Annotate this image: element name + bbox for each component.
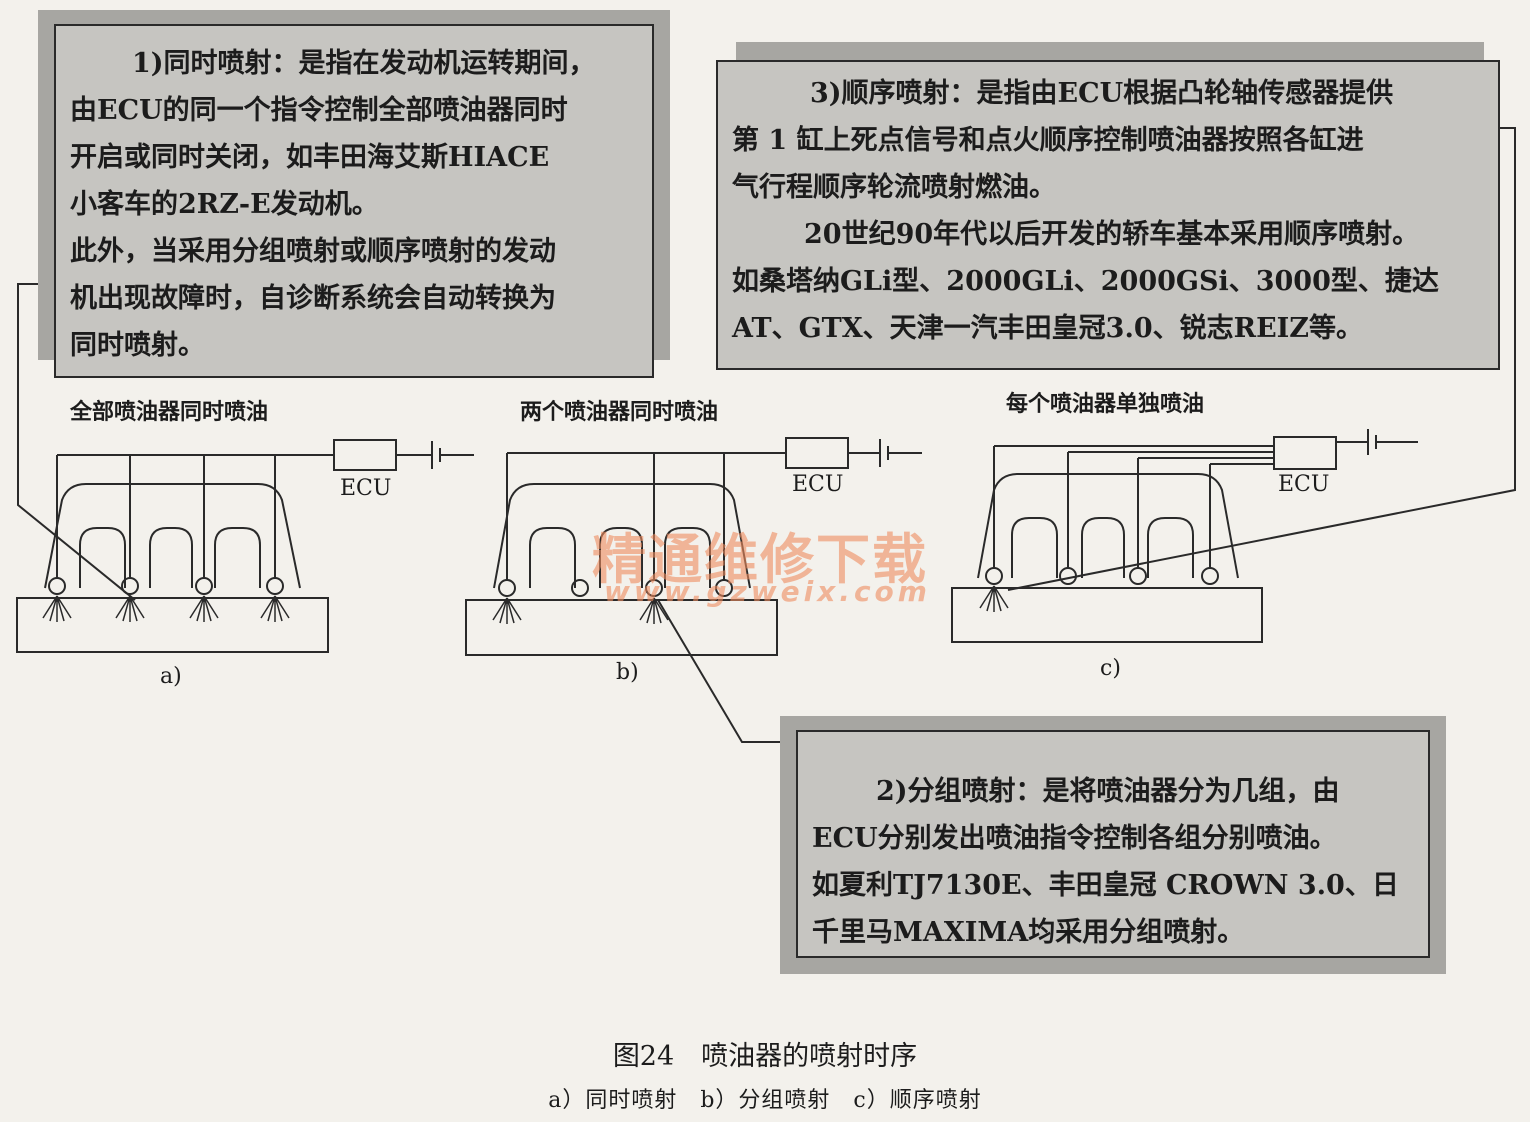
injector-c3 [1129,567,1147,585]
box3-line: AT、GTX、天津一汽丰田皇冠3.0、锐志REIZ等。 [732,313,1363,344]
watermark-url: www.gzweix.com [604,575,931,608]
diagram-a-sublabel: a) [160,664,182,689]
figure-title: 图24 喷油器的喷射时序 [612,1041,918,1072]
engine-diagram-b [465,437,922,656]
engine-block-c [951,587,1263,643]
box2-line: 2)分组喷射：是将喷油器分为几组，由 [876,776,1340,807]
engine-diagram-a [16,439,474,653]
engine-block-a [16,597,329,653]
box1-line: 由ECU的同一个指令控制全部喷油器同时 [70,95,568,126]
diagram-a-caption: 全部喷油器同时喷油 [70,399,269,425]
ecu-box-a [333,439,397,471]
box1-line: 开启或同时关闭，如丰田海艾斯HIACE [70,142,550,173]
injector-b1 [498,579,516,597]
callout-group-injection: 2)分组喷射：是将喷油器分为几组，由 ECU分别发出喷油指令控制各组分别喷油。 … [796,730,1430,958]
diagram-c-sublabel: c) [1100,656,1121,681]
box2-line: 如夏利TJ7130E、丰田皇冠 CROWN 3.0、日 [812,870,1399,901]
injector-c2 [1059,567,1077,585]
box1-line: 此外，当采用分组喷射或顺序喷射的发动 [70,236,556,267]
callout-simultaneous-injection: 1)同时喷射：是指在发动机运转期间， 由ECU的同一个指令控制全部喷油器同时 开… [54,24,654,378]
ecu-box-b [785,437,849,469]
box2-line: 千里马MAXIMA均采用分组喷射。 [812,917,1245,948]
box1-line: 小客车的2RZ-E发动机。 [70,189,379,220]
ecu-label-b: ECU [792,472,844,497]
injector-a2 [121,577,139,595]
box3-line: 气行程顺序轮流喷射燃油。 [732,172,1056,203]
injector-b4 [715,579,733,597]
box2-line: ECU分别发出喷油指令控制各组分别喷油。 [812,823,1337,854]
diagram-c-caption: 每个喷油器单独喷油 [1006,391,1205,417]
engine-diagram-c [951,429,1418,643]
leader-line-2 [657,599,782,743]
box1-line: 机出现故障时，自诊断系统会自动转换为 [70,283,556,314]
ecu-label-c: ECU [1278,472,1330,497]
injector-c4 [1201,567,1219,585]
box1-line: 同时喷射。 [70,330,205,361]
diagram-b-caption: 两个喷油器同时喷油 [520,399,719,425]
box3-line: 第 1 缸上死点信号和点火顺序控制喷油器按照各缸进 [732,125,1364,156]
injector-a1 [48,577,66,595]
engine-block-b [465,599,778,656]
injector-b2 [571,579,589,597]
box3-line: 如桑塔纳GLi型、2000GLi、2000GSi、3000型、捷达 [732,266,1439,297]
box3-line: 3)顺序喷射：是指由ECU根据凸轮轴传感器提供 [810,78,1394,109]
ecu-box-c [1273,436,1337,470]
figure-subtitle: a）同时喷射 b）分组喷射 c）顺序喷射 [548,1088,982,1113]
injector-a3 [195,577,213,595]
injector-b3 [645,579,663,597]
ecu-label-a: ECU [340,476,392,501]
diagram-b-sublabel: b) [616,660,639,685]
leader-line-3 [1007,127,1516,591]
leader-line-1 [17,283,136,601]
box3-line: 20世纪90年代以后开发的轿车基本采用顺序喷射。 [804,219,1420,250]
injector-a4 [266,577,284,595]
injector-c1 [985,567,1003,585]
watermark-text: 精通维修下载 [592,528,928,591]
box1-line: 1)同时喷射：是指在发动机运转期间， [132,48,596,79]
callout-sequential-injection: 3)顺序喷射：是指由ECU根据凸轮轴传感器提供 第 1 缸上死点信号和点火顺序控… [716,60,1500,370]
